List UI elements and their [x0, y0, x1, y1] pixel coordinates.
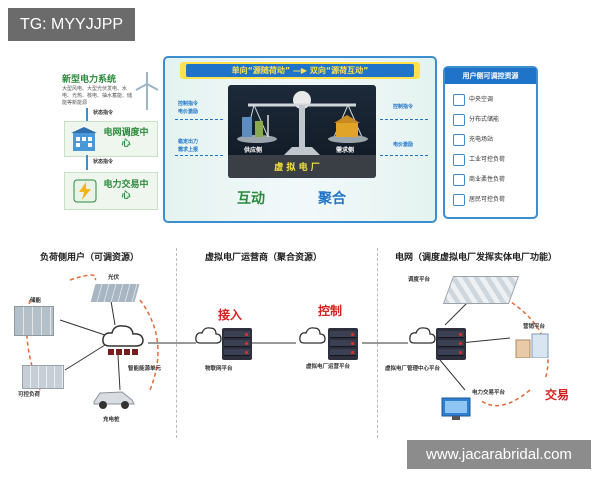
status-cmd-label-2: 状态指令	[93, 159, 114, 165]
people-icon	[453, 193, 465, 206]
resource-item: 工业可控负荷	[453, 152, 533, 168]
marketing-platform-label: 营销平台	[523, 324, 546, 330]
iot-platform-label: 物联网平台	[205, 366, 233, 372]
pv-label: 光伏	[108, 275, 120, 281]
stable-output-left: 稳定出力 需求上报	[178, 138, 198, 154]
dispatch-platform-label: 调度平台	[408, 277, 431, 283]
control-label: 控制	[318, 304, 343, 318]
status-cmd-label-1: 状态指令	[93, 110, 114, 116]
banner-single: 单向“源随荷动”	[231, 66, 291, 75]
building-icon	[71, 127, 97, 151]
vpp-balance-scene: 供应侧 需求侧	[228, 85, 376, 178]
stable-output-text: 稳定出力	[178, 139, 199, 145]
interact-text: 互动	[237, 191, 265, 207]
resource-item: 居民可控负荷	[453, 192, 533, 208]
system-subtitle: 大型风电、大型光伏发电、水电、光热、核电、抽水蓄能、储能等新能源	[62, 86, 133, 106]
ac-icon	[453, 93, 465, 106]
marketing-building-icon	[515, 333, 549, 358]
banner-arrow: —▶	[292, 66, 308, 75]
control-cmd-left-1: 控制指令 电价激励	[178, 100, 198, 116]
access-label: 接入	[218, 308, 243, 322]
price-incentive-right: 电价激励	[393, 142, 414, 148]
load-user-title: 负荷侧用户（可调资源）	[40, 253, 140, 263]
trade-center-box: 电力交易中心	[64, 172, 158, 210]
arrow-right-2	[380, 155, 428, 157]
wind-turbine-icon	[135, 72, 159, 110]
charging-icon	[453, 133, 465, 146]
operator-title: 虚拟电厂运营商（聚合资源）	[205, 253, 323, 263]
banner-text: 单向“源随荷动” —▶ 双向“源荷互动”	[186, 64, 414, 77]
resource-item: 分布式储能	[453, 112, 533, 128]
grid-title: 电网（调度虚拟电厂发挥实体电厂功能）	[395, 253, 558, 263]
trade-label: 交易	[545, 388, 570, 402]
charging-pile-label: 充电桩	[103, 417, 120, 423]
system-title: 新型电力系统	[62, 75, 117, 85]
supply-side-label: 供应侧	[244, 147, 263, 154]
control-cmd-right: 控制指令	[393, 104, 414, 110]
storage-label: 储能	[30, 298, 42, 304]
storage-icon	[453, 113, 465, 126]
aggregate-text: 聚合	[318, 191, 346, 207]
trade-platform-label: 电力交易平台	[472, 390, 506, 396]
banner-double: 双向“源荷互动”	[309, 66, 369, 75]
arrow-2	[86, 155, 88, 170]
trade-icon	[73, 179, 97, 203]
factory-icon	[453, 153, 465, 166]
arrow-left-1	[175, 119, 223, 121]
resource-item: 中央空调	[453, 92, 533, 108]
mgmt-server-icon	[436, 328, 466, 360]
controllable-load-icon	[22, 365, 64, 389]
cloud-energy-unit-icon	[102, 325, 144, 355]
mgmt-cloud-icon	[409, 327, 436, 344]
user-resources-title: 用户侧可调控资源	[445, 68, 536, 84]
vpp-platform-label: 虚拟电厂运营平台	[306, 364, 351, 370]
dispatch-platform-icon	[442, 276, 520, 304]
demand-report-text: 需求上报	[178, 147, 199, 153]
demand-side-label: 需求侧	[336, 147, 355, 154]
vpp-title: 虚 拟 电 厂	[274, 163, 320, 173]
grid-dispatch-label: 电网调度中心	[103, 128, 149, 149]
trade-center-label: 电力交易中心	[103, 180, 149, 201]
iot-cloud-icon	[195, 327, 222, 344]
price-incentive-text: 电价激励	[178, 109, 199, 115]
balance-scale-icon	[228, 91, 376, 178]
banner: 单向“源随荷动” —▶ 双向“源荷互动”	[180, 62, 420, 79]
shop-icon	[453, 173, 465, 186]
tg-tag: TG: MYYJJPP	[8, 8, 135, 41]
resource-item: 充电场站	[453, 132, 533, 148]
car-icon	[93, 391, 135, 409]
storage-icon-bottom	[14, 306, 54, 336]
grid-dispatch-box: 电网调度中心	[64, 121, 158, 157]
vpp-mgmt-label: 虚拟电厂管理中心平台	[385, 366, 441, 372]
operator-cloud-icon	[299, 327, 326, 344]
new-power-system-block: 新型电力系统 大型风电、大型光伏发电、水电、光热、核电、抽水蓄能、储能等新能源	[62, 70, 162, 110]
control-cmd-text: 控制指令	[178, 101, 199, 107]
arrow-left-2	[175, 155, 223, 157]
arrow-right-1	[380, 119, 428, 121]
iot-server-icon	[222, 328, 252, 360]
watermark: www.jacarabridal.com	[407, 440, 591, 469]
user-resources-panel: 用户侧可调控资源 中央空调 分布式储能 充电场站 工业可控负荷 商业柔性负荷 居…	[443, 66, 538, 219]
operator-server-icon	[328, 328, 358, 360]
controllable-load-label: 可控负荷	[18, 392, 41, 398]
energy-unit-label: 智能能源单元	[128, 366, 162, 372]
resource-item: 商业柔性负荷	[453, 172, 533, 188]
arrow-1	[86, 108, 88, 122]
pv-panels-icon	[90, 284, 140, 302]
trade-platform-icon	[441, 397, 471, 420]
